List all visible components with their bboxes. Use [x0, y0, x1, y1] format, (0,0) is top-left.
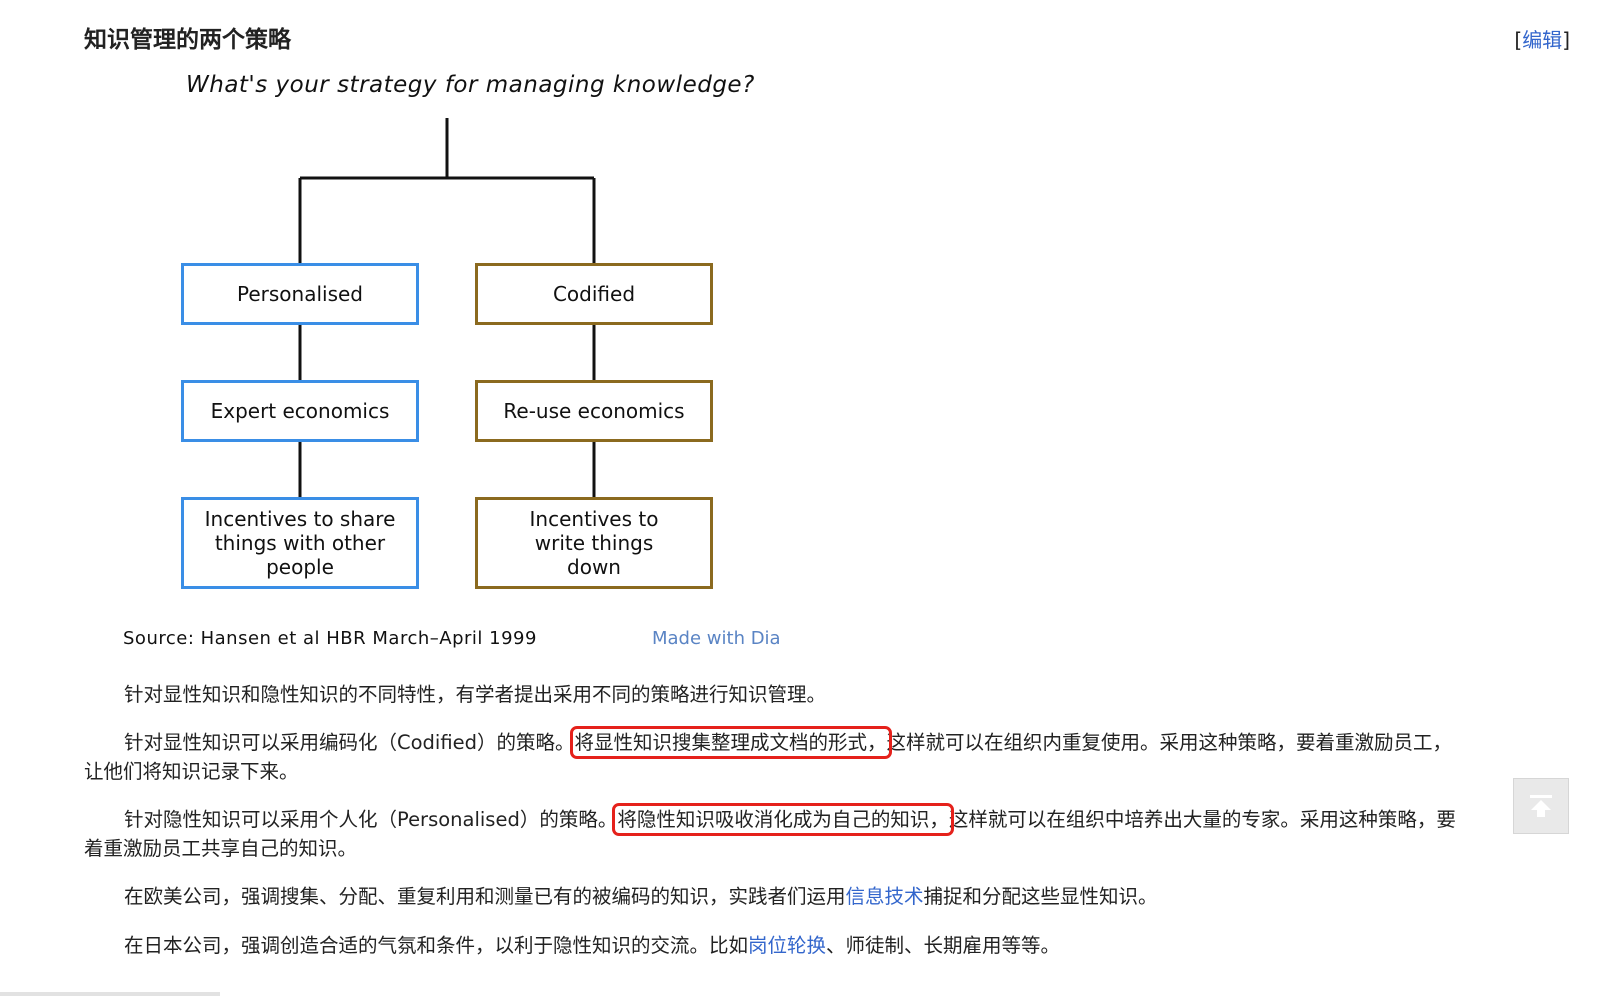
highlight-box-codified: 将显性知识搜集整理成文档的形式， — [569, 726, 892, 759]
edit-link[interactable]: 编辑 — [1522, 28, 1563, 52]
link-job-rotation[interactable]: 岗位轮换 — [748, 934, 827, 957]
paragraph-western-text: 在欧美公司，强调搜集、分配、重复利用和测量已有的被编码的知识，实践者们运用 — [124, 885, 846, 908]
paragraph-codified-text: 针对显性知识可以采用编码化（Codified）的策略。 — [124, 731, 575, 754]
paragraph-codified-line2: 让他们将知识记录下来。 — [84, 760, 299, 783]
edit-link-wrapper: [编辑] — [1514, 24, 1570, 53]
box-incentives-write: Incentives to write things down — [475, 497, 713, 589]
paragraph-codified-rest: 这样就可以在组织内重复使用。采用这种策略，要着重激励员工， — [886, 731, 1453, 754]
paragraph-personalised-text: 针对隐性知识可以采用个人化（Personalised）的策略。 — [124, 808, 618, 831]
strategy-diagram: What's your strategy for managing knowle… — [123, 72, 781, 649]
paragraph-personalised-line2: 着重激励员工共享自己的知识。 — [84, 837, 358, 860]
paragraph-codified: 针对显性知识可以采用编码化（Codified）的策略。将显性知识搜集整理成文档的… — [84, 726, 1524, 786]
diagram-heading: What's your strategy for managing knowle… — [186, 72, 755, 98]
box-reuse-economics: Re-use economics — [475, 380, 713, 442]
link-information-technology[interactable]: 信息技术 — [845, 885, 924, 908]
paragraph-western-rest: 捕捉和分配这些显性知识。 — [923, 885, 1158, 908]
back-to-top-button[interactable] — [1513, 778, 1569, 834]
paragraph-japan-rest: 、师徒制、长期雇用等等。 — [826, 934, 1061, 957]
paragraph-intro-text: 针对显性知识和隐性知识的不同特性，有学者提出采用不同的策略进行知识管理。 — [124, 683, 827, 706]
paragraph-japan-text: 在日本公司，强调创造合适的气氛和条件，以利于隐性知识的交流。比如 — [124, 934, 749, 957]
box-personalised: Personalised — [181, 263, 419, 325]
paragraph-intro: 针对显性知识和隐性知识的不同特性，有学者提出采用不同的策略进行知识管理。 — [84, 680, 1524, 709]
paragraph-western: 在欧美公司，强调搜集、分配、重复利用和测量已有的被编码的知识，实践者们运用信息技… — [84, 882, 1524, 911]
box-expert-economics: Expert economics — [181, 380, 419, 442]
edit-bracket-open: [ — [1514, 28, 1523, 52]
arrow-up-icon — [1530, 795, 1552, 817]
diagram-source: Source: Hansen et al HBR March–April 199… — [123, 628, 537, 649]
horizontal-scrollbar[interactable] — [0, 992, 220, 996]
box-incentives-share: Incentives to share things with other pe… — [181, 497, 419, 589]
paragraph-personalised-rest: 这样就可以在组织中培养出大量的专家。采用这种策略，要 — [948, 808, 1456, 831]
box-codified: Codified — [475, 263, 713, 325]
section-title: 知识管理的两个策略 — [84, 27, 291, 53]
paragraph-personalised: 针对隐性知识可以采用个人化（Personalised）的策略。将隐性知识吸收消化… — [84, 803, 1524, 863]
paragraph-japan: 在日本公司，强调创造合适的气氛和条件，以利于隐性知识的交流。比如岗位轮换、师徒制… — [84, 931, 1524, 960]
diagram-connectors — [298, 118, 596, 498]
highlight-box-personalised: 将隐性知识吸收消化成为自己的知识， — [612, 803, 954, 836]
diagram-credit: Made with Dia — [652, 628, 781, 649]
edit-bracket-close: ] — [1562, 28, 1570, 52]
